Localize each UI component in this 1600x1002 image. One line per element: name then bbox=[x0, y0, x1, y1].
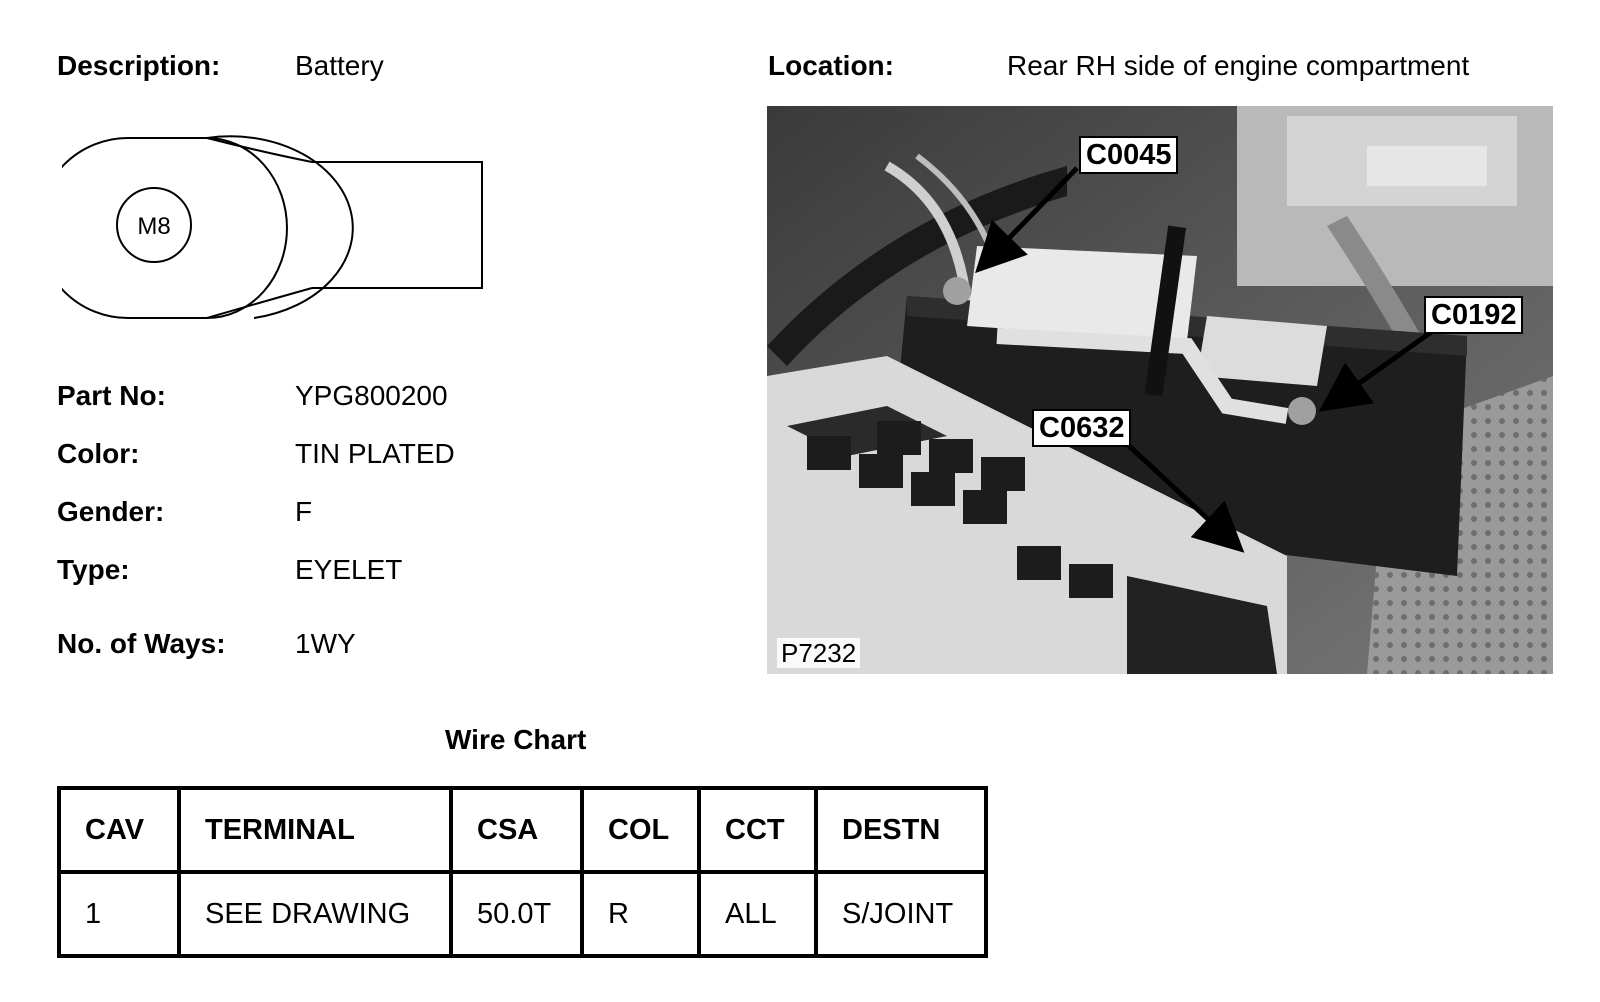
cell-cav: 1 bbox=[57, 870, 181, 958]
stud-hole bbox=[116, 187, 192, 263]
color-value: TIN PLATED bbox=[295, 438, 455, 469]
description-value: Battery bbox=[295, 50, 384, 81]
stud-label: M8 bbox=[137, 213, 170, 240]
header-terminal: TERMINAL bbox=[177, 786, 453, 874]
arrow-c0632 bbox=[1125, 442, 1245, 553]
ways-value: 1WY bbox=[295, 628, 356, 659]
arrow-c0192 bbox=[1318, 325, 1439, 412]
wire-chart-table: CAV TERMINAL CSA COL CCT DESTN 1 SEE DRA… bbox=[57, 786, 988, 958]
header-destn: DESTN bbox=[814, 786, 988, 874]
callout-c0045: C0045 bbox=[1079, 136, 1179, 174]
table-header-row: CAV TERMINAL CSA COL CCT DESTN bbox=[57, 786, 988, 874]
location-label: Location: bbox=[768, 50, 894, 81]
wire-chart-title: Wire Chart bbox=[445, 724, 587, 755]
cell-destn: S/JOINT bbox=[814, 870, 988, 958]
type-value: EYELET bbox=[295, 554, 403, 585]
table-row: 1 SEE DRAWING 50.0T R ALL S/JOINT bbox=[57, 870, 988, 958]
callout-c0192: C0192 bbox=[1424, 296, 1524, 334]
location-value: Rear RH side of engine compartment bbox=[1007, 50, 1470, 81]
gender-label: Gender: bbox=[57, 496, 165, 527]
header-col: COL bbox=[580, 786, 701, 874]
cell-col: R bbox=[580, 870, 701, 958]
header-cct: CCT bbox=[697, 786, 818, 874]
header-csa: CSA bbox=[449, 786, 584, 874]
gender-value: F bbox=[295, 496, 313, 527]
part-no-value: YPG800200 bbox=[295, 380, 448, 411]
header-cav: CAV bbox=[57, 786, 181, 874]
cell-csa: 50.0T bbox=[449, 870, 584, 958]
callout-c0632: C0632 bbox=[1032, 409, 1132, 447]
engine-compartment-photo: C0045 C0192 C0632 P7232 bbox=[767, 106, 1553, 674]
figure-id: P7232 bbox=[777, 638, 861, 668]
part-no-label: Part No: bbox=[57, 380, 166, 411]
color-label: Color: bbox=[57, 438, 140, 469]
eyelet-terminal-drawing: M8 bbox=[62, 135, 483, 319]
type-label: Type: bbox=[57, 554, 130, 585]
arrow-c0045 bbox=[975, 166, 1079, 274]
cell-terminal: SEE DRAWING bbox=[177, 870, 453, 958]
cell-cct: ALL bbox=[697, 870, 818, 958]
ways-label: No. of Ways: bbox=[57, 628, 226, 659]
description-label: Description: bbox=[57, 50, 221, 81]
